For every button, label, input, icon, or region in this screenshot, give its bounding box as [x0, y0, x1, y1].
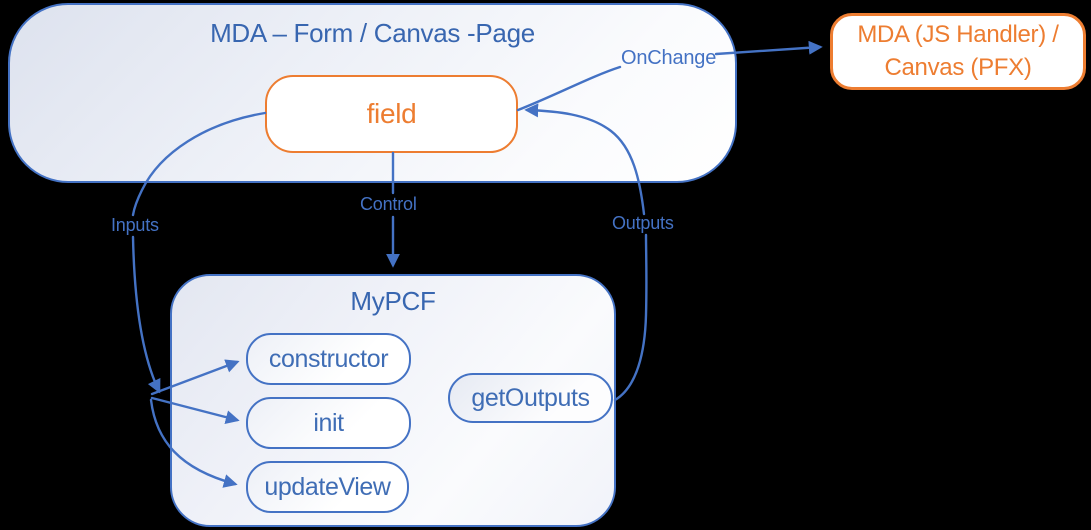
- outputs-connector-lower: [613, 233, 648, 402]
- outputs-label: Outputs: [612, 213, 674, 233]
- inputs-label: Inputs: [111, 215, 159, 235]
- js-handler-line1: MDA (JS Handler) /: [857, 21, 1059, 49]
- js-handler-node: MDA (JS Handler) / Canvas (PFX): [830, 13, 1086, 90]
- field-node: field: [265, 75, 518, 153]
- js-handler-line2: Canvas (PFX): [884, 53, 1032, 81]
- getoutputs-node: getOutputs: [448, 373, 613, 423]
- field-node-label: field: [366, 98, 417, 129]
- mda-container-title: MDA – Form / Canvas -Page: [210, 18, 535, 48]
- init-node-label: init: [313, 408, 344, 437]
- inputs-connector-lower: [131, 235, 161, 394]
- mypcf-container-title: MyPCF: [350, 286, 436, 316]
- init-node: init: [246, 397, 411, 449]
- control-label: Control: [360, 194, 417, 214]
- constructor-node-label: constructor: [268, 344, 389, 373]
- getoutputs-node-label: getOutputs: [471, 383, 590, 412]
- onchange-label: OnChange: [621, 47, 717, 69]
- constructor-node: constructor: [246, 333, 411, 385]
- updateview-node: updateView: [246, 461, 409, 513]
- updateview-node-label: updateView: [264, 472, 391, 501]
